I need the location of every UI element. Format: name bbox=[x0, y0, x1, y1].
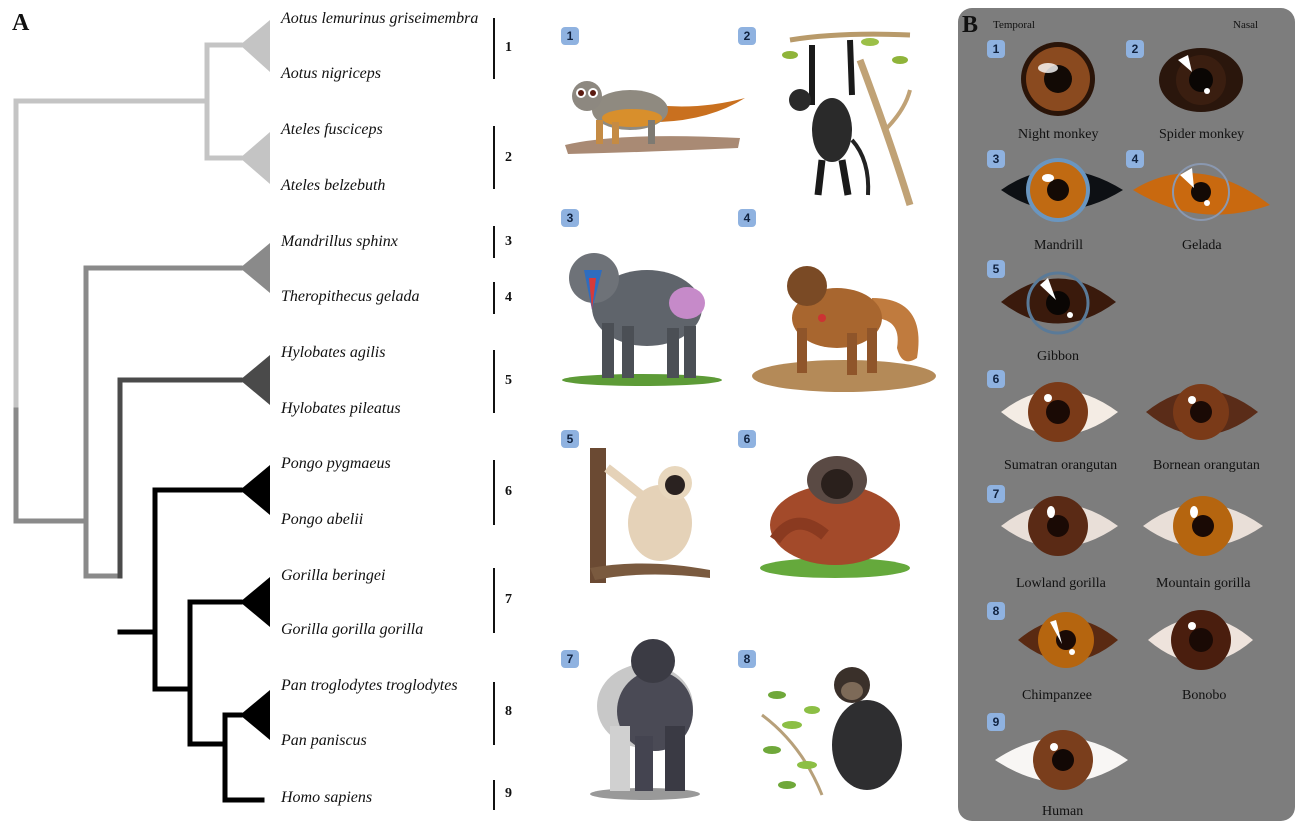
species-label: Pongo abelii bbox=[281, 511, 363, 529]
group-bar bbox=[493, 18, 495, 79]
clade-triangle-hylobates bbox=[240, 355, 270, 405]
eye-bonobo bbox=[1148, 610, 1253, 670]
mandrill-illustration bbox=[562, 228, 722, 388]
animal-badge: 4 bbox=[738, 209, 756, 227]
eye-label: Mountain gorilla bbox=[1156, 576, 1251, 592]
eye-label: Night monkey bbox=[1018, 127, 1099, 143]
animal-badge: 3 bbox=[561, 209, 579, 227]
eye-gibbon bbox=[1001, 273, 1116, 333]
species-label: Homo sapiens bbox=[281, 789, 372, 807]
chimpanzee-illustration bbox=[752, 655, 912, 803]
species-label: Gorilla gorilla gorilla bbox=[281, 621, 423, 639]
eye-label: Lowland gorilla bbox=[1016, 576, 1106, 592]
spider-monkey-illustration bbox=[760, 20, 920, 210]
group-bar bbox=[493, 460, 495, 525]
eye-night-monkey bbox=[1021, 42, 1095, 116]
night-monkey-illustration bbox=[560, 60, 750, 155]
group-bar bbox=[493, 682, 495, 745]
species-label: Mandrillus sphinx bbox=[281, 233, 398, 251]
species-label: Hylobates pileatus bbox=[281, 400, 401, 418]
group-bar bbox=[493, 350, 495, 413]
eye-label: Sumatran orangutan bbox=[1004, 458, 1117, 474]
species-label: Ateles belzebuth bbox=[281, 177, 385, 195]
species-label: Hylobates agilis bbox=[281, 344, 385, 362]
eye-label: Bonobo bbox=[1182, 688, 1226, 704]
clade-triangle-gorilla bbox=[240, 577, 270, 627]
clade-triangle-papionini bbox=[240, 243, 270, 293]
eye-label: Human bbox=[1042, 804, 1083, 820]
eye-label: Gelada bbox=[1182, 238, 1222, 254]
group-bar bbox=[493, 780, 495, 810]
eye-bornean-orangutan bbox=[1146, 384, 1258, 440]
animal-badge: 6 bbox=[738, 430, 756, 448]
group-number: 7 bbox=[505, 592, 512, 608]
species-label: Ateles fusciceps bbox=[281, 121, 383, 139]
eye-lowland-gorilla bbox=[1001, 496, 1118, 556]
group-number: 8 bbox=[505, 704, 512, 720]
eye-label: Gibbon bbox=[1037, 349, 1079, 365]
group-number: 4 bbox=[505, 290, 512, 306]
group-bar bbox=[493, 226, 495, 258]
species-label: Pan troglodytes troglodytes bbox=[281, 677, 458, 695]
group-bar bbox=[493, 568, 495, 633]
animal-badge: 5 bbox=[561, 430, 579, 448]
species-label: Aotus lemurinus griseimembra bbox=[281, 10, 478, 28]
gelada-illustration bbox=[752, 248, 937, 393]
group-number: 1 bbox=[505, 40, 512, 56]
species-label: Pongo pygmaeus bbox=[281, 455, 391, 473]
clade-triangle-ateles bbox=[240, 132, 270, 184]
eye-mandrill bbox=[1001, 158, 1123, 222]
species-label: Theropithecus gelada bbox=[281, 288, 420, 306]
eye-label: Spider monkey bbox=[1159, 127, 1244, 143]
tree-branch-great-apes bbox=[120, 490, 262, 800]
animal-badge: 7 bbox=[561, 650, 579, 668]
clade-triangle-pongo bbox=[240, 465, 270, 515]
clade-triangle-pan bbox=[240, 690, 270, 740]
eye-human bbox=[995, 730, 1128, 790]
animal-badge: 1 bbox=[561, 27, 579, 45]
animal-badge: 2 bbox=[738, 27, 756, 45]
tree-branch-apes bbox=[120, 380, 240, 576]
eye-sumatran-orangutan bbox=[1001, 382, 1118, 442]
species-label: Gorilla beringei bbox=[281, 567, 385, 585]
group-number: 6 bbox=[505, 484, 512, 500]
group-number: 3 bbox=[505, 234, 512, 250]
tree-branch-old-world bbox=[16, 268, 240, 576]
eye-chimpanzee bbox=[1018, 612, 1118, 668]
species-label: Aotus nigriceps bbox=[281, 65, 381, 83]
group-number: 9 bbox=[505, 786, 512, 802]
eye-gelada bbox=[1133, 164, 1270, 220]
clade-triangle-aotus bbox=[240, 20, 270, 72]
orangutan-illustration bbox=[755, 450, 910, 580]
group-bar bbox=[493, 126, 495, 189]
gorilla-illustration bbox=[585, 636, 705, 801]
phylogenetic-tree bbox=[0, 0, 290, 821]
group-number: 2 bbox=[505, 150, 512, 166]
eye-label: Chimpanzee bbox=[1022, 688, 1092, 704]
eye-illustrations bbox=[958, 0, 1295, 821]
species-label: Pan paniscus bbox=[281, 732, 367, 750]
eye-label: Bornean orangutan bbox=[1153, 458, 1260, 474]
group-bar bbox=[493, 282, 495, 314]
eye-label: Mandrill bbox=[1034, 238, 1083, 254]
group-number: 5 bbox=[505, 373, 512, 389]
tree-branch-new-world bbox=[16, 45, 207, 410]
eye-mountain-gorilla bbox=[1143, 496, 1263, 556]
eye-spider-monkey bbox=[1159, 48, 1243, 112]
gibbon-illustration bbox=[585, 448, 715, 583]
